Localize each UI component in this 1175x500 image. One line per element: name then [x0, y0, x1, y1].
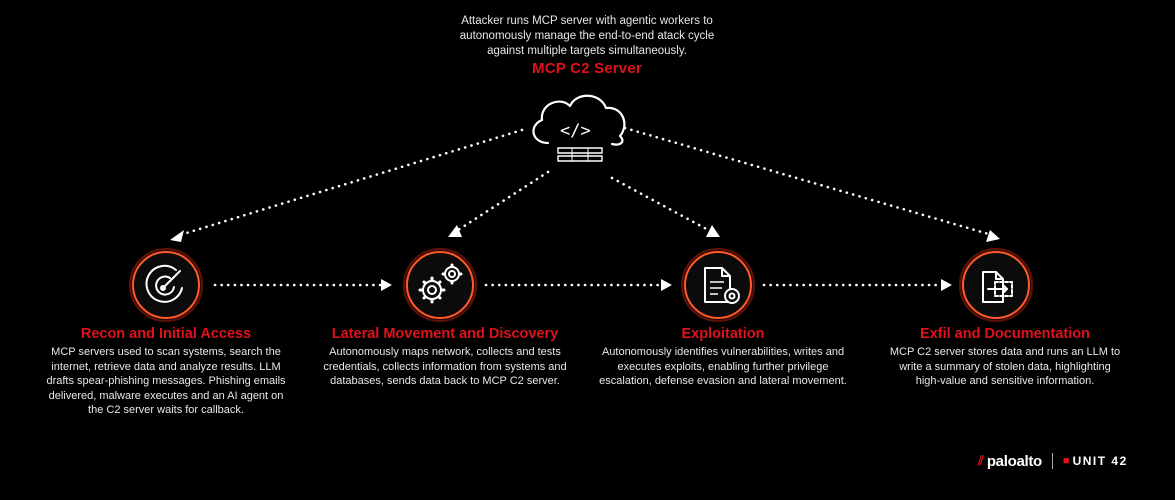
- description-line: Autonomously maps network, collects and …: [329, 346, 561, 358]
- description-line: databases, sends data back to MCP C2 ser…: [330, 375, 560, 387]
- document-export-icon: [982, 271, 1013, 303]
- node-description-exploit: Autonomously identifies vulnerabilities,…: [578, 345, 868, 389]
- connector-server-recon: [178, 128, 524, 237]
- arrowhead-exploit: [706, 225, 720, 237]
- description-line: executes exploits, enabling further priv…: [617, 360, 829, 373]
- description-line: the C2 server waits for callback.: [88, 404, 244, 416]
- arrowhead-lateral: [448, 225, 462, 237]
- paloalto-wordmark: paloalto: [986, 452, 1042, 470]
- node-title-recon: Recon and Initial Access: [80, 326, 252, 342]
- node-title-exfil: Exfil and Documentation: [920, 326, 1090, 342]
- description-line: escalation, defense evasion and lateral …: [599, 375, 847, 387]
- description-line: MCP servers used to scan systems, search…: [51, 346, 281, 358]
- description-line: write a summary of stolen data, highligh…: [899, 360, 1111, 373]
- unit42-mark-icon: ■: [1062, 455, 1070, 467]
- document-gear-icon: [704, 267, 740, 304]
- arrowhead-exfil: [986, 230, 1000, 242]
- node-description-recon: MCP servers used to scan systems, search…: [26, 345, 306, 418]
- arrowhead-recon: [170, 230, 184, 242]
- description-line: Autonomously identifies vulnerabilities,…: [601, 346, 845, 358]
- server-description-line: autonomously manage the end-to-end atack…: [459, 30, 715, 42]
- logo-divider: [1051, 453, 1053, 469]
- node-circle-exploit: [678, 245, 758, 325]
- svg-text:</>: </>: [560, 121, 591, 141]
- description-line: drafts spear-phishing messages. Phishing…: [46, 375, 286, 387]
- paloalto-mark-icon: ⫽: [978, 453, 984, 468]
- unit42-wordmark: UNIT 42: [1072, 454, 1128, 468]
- description-line: internet, retrieve data and analyze resu…: [51, 360, 281, 373]
- brand-logo: ⫽ paloalto ■ UNIT 42: [978, 451, 1128, 471]
- arrowhead-chain-3: [941, 279, 952, 291]
- arrowhead-chain-2: [661, 279, 672, 291]
- description-line: high-value and sensitive information.: [915, 375, 1095, 387]
- radar-icon: [145, 264, 183, 303]
- connector-server-exfil: [623, 126, 994, 237]
- server-title: MCP C2 Server: [532, 60, 642, 77]
- node-title-exploit: Exploitation: [681, 326, 765, 342]
- node-description-exfil: MCP C2 server stores data and runs an LL…: [860, 345, 1150, 389]
- cloud-code-icon: </>: [532, 94, 626, 162]
- server-description-line: Attacker runs MCP server with agentic wo…: [461, 15, 713, 27]
- description-line: delivered, malware executes and an AI ag…: [48, 389, 284, 402]
- server-description: Attacker runs MCP server with agentic wo…: [387, 14, 787, 59]
- node-title-lateral: Lateral Movement and Discovery: [331, 326, 559, 342]
- connector-server-lateral: [453, 170, 550, 234]
- node-circle-exfil: [956, 245, 1036, 325]
- server-description-line: against multiple targets simultaneously.: [487, 45, 687, 57]
- description-line: credentials, collects information from s…: [323, 360, 567, 373]
- connector-server-exploit: [610, 176, 714, 234]
- arrowhead-chain-1: [381, 279, 392, 291]
- node-description-lateral: Autonomously maps network, collects and …: [300, 345, 590, 389]
- description-line: MCP C2 server stores data and runs an LL…: [889, 346, 1121, 358]
- gears-icon: [418, 263, 463, 304]
